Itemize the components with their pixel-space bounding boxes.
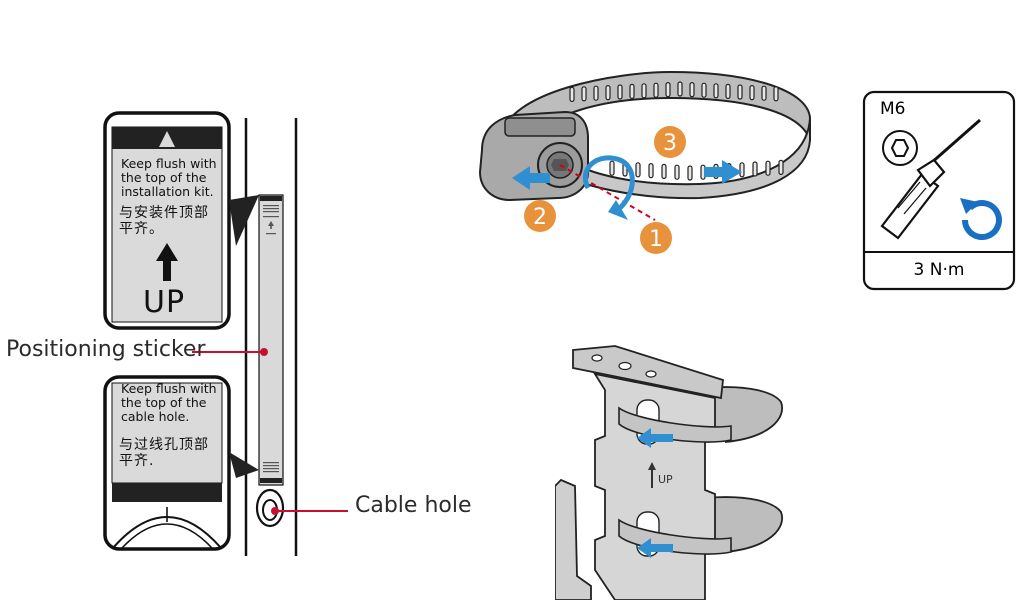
positioning-sticker-label: Positioning sticker <box>6 337 206 362</box>
top-sticker-cn-line1: 与安装件顶部 <box>119 205 209 221</box>
cable-hole-label: Cable hole <box>355 493 472 518</box>
positioning-sticker-diagram <box>103 111 348 556</box>
step-number-1: 1 <box>649 227 663 252</box>
clamp-band-front <box>523 117 811 200</box>
sticker-strip <box>258 194 284 486</box>
clockwise-rotation-icon <box>962 200 1002 241</box>
screwdriver-icon <box>880 118 981 240</box>
step-number-3: 3 <box>663 131 677 156</box>
top-edge-marker-icon <box>159 131 175 147</box>
bracket-up-label: UP <box>658 473 673 486</box>
bit-size-label: M6 <box>880 99 905 119</box>
pull-right-arrow-icon <box>704 160 742 184</box>
torque-tool-box: M6 3 N·m <box>862 90 1016 291</box>
top-sticker-en-text: Keep flush with the top of the installat… <box>121 157 221 199</box>
bottom-sticker-cn-line2: 平齐. <box>119 453 155 469</box>
step-badge-3 <box>654 126 686 158</box>
torque-value: 3 N·m <box>914 260 965 280</box>
bottom-sticker-en-text: Keep flush with the top of the cable hol… <box>121 382 221 424</box>
bottom-sticker-cn-text: 与过线孔顶部 平齐. <box>119 437 209 469</box>
bottom-sticker-line3: cable hole. <box>121 409 190 424</box>
step-number-2: 2 <box>533 205 547 230</box>
bottom-sticker-line1: Keep flush with <box>121 381 217 396</box>
step-badge-1 <box>640 222 672 254</box>
screw-axis-line <box>559 164 656 221</box>
top-sticker-up-label: UP <box>143 285 186 320</box>
top-sticker-cn-text: 与安装件顶部 平齐。 <box>119 205 209 237</box>
rotate-arrow-icon <box>582 155 635 210</box>
up-arrow-icon <box>156 243 178 281</box>
top-sticker-line1: Keep flush with <box>121 156 217 171</box>
top-sticker-line3: installation kit. <box>121 184 214 199</box>
lower-tighten-arrow-icon <box>637 538 673 558</box>
mounting-bracket-diagram: UP <box>555 345 783 600</box>
bottom-sticker-line2: the top of the <box>121 395 207 410</box>
step-badge-2 <box>524 200 556 232</box>
bottom-sticker-cn-line1: 与过线孔顶部 <box>119 437 209 453</box>
hose-clamp-diagram: 1 2 3 <box>478 70 811 254</box>
upper-tighten-arrow-icon <box>637 428 673 448</box>
top-sticker-cn-line2: 平齐。 <box>119 221 164 237</box>
top-sticker-line2: the top of the <box>121 170 207 185</box>
push-left-arrow-icon <box>512 166 550 190</box>
bracket-up-arrow-icon <box>648 462 656 488</box>
